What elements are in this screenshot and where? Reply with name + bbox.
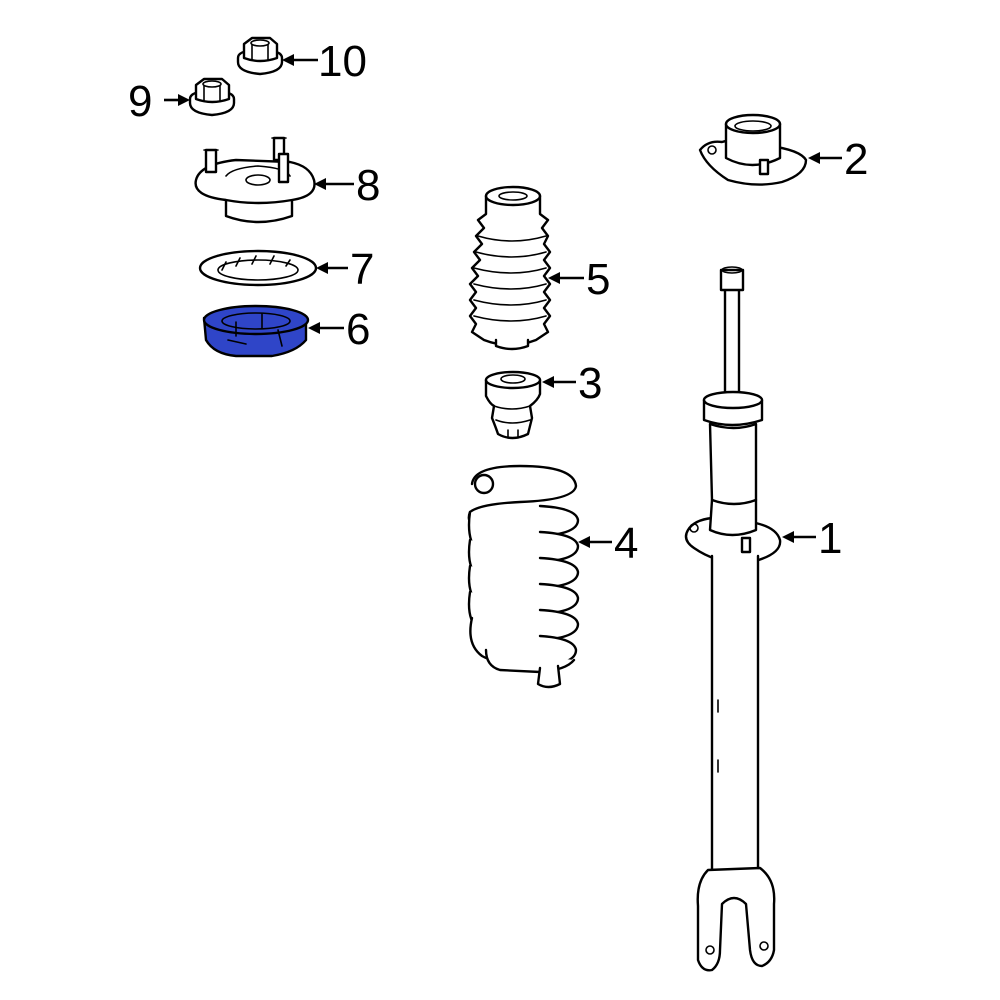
callout-6: 6	[308, 305, 370, 354]
part-2-mount[interactable]	[698, 113, 808, 186]
callout-label-3: 3	[578, 359, 602, 408]
part-6-isolator[interactable]	[202, 304, 310, 358]
callout-label-2: 2	[844, 135, 868, 184]
part-1-strut[interactable]	[684, 266, 782, 972]
callout-3: 3	[542, 359, 602, 408]
part-8-strut-mount[interactable]	[194, 136, 316, 224]
callout-label-6: 6	[346, 305, 370, 354]
callout-1: 1	[782, 514, 842, 563]
callout-label-8: 8	[356, 161, 380, 210]
part-5-dust-boot[interactable]	[468, 185, 552, 351]
part-3-bump-stop[interactable]	[484, 370, 542, 440]
part-4-coil-spring[interactable]	[467, 464, 580, 689]
callout-label-4: 4	[614, 519, 638, 568]
callout-4: 4	[578, 519, 638, 568]
callout-label-5: 5	[586, 255, 610, 304]
callout-7: 7	[316, 245, 374, 294]
callout-10: 10	[282, 37, 367, 86]
callout-label-9: 9	[128, 77, 152, 126]
callout-label-7: 7	[350, 245, 374, 294]
callout-8: 8	[314, 161, 380, 210]
part-7-spring-seat[interactable]	[198, 249, 318, 287]
callout-label-10: 10	[318, 37, 367, 86]
callout-label-1: 1	[818, 514, 842, 563]
part-6-top	[202, 304, 310, 336]
part-10-nut[interactable]	[236, 36, 284, 76]
callout-5: 5	[548, 255, 610, 304]
callout-2: 2	[808, 135, 868, 184]
part-9-nut[interactable]	[188, 77, 236, 117]
callout-9: 9	[128, 77, 190, 126]
